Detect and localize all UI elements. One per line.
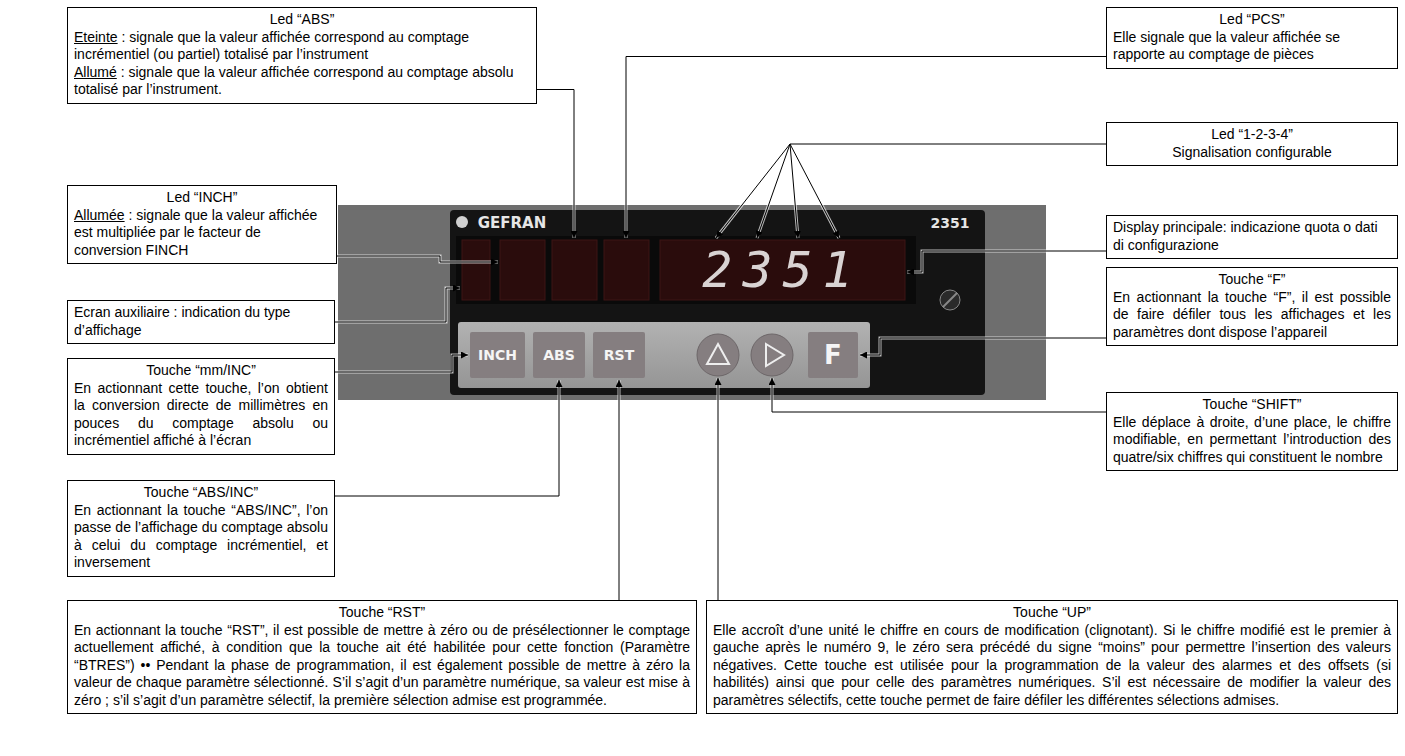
- led-window: [500, 240, 545, 300]
- leader-halo: [335, 380, 559, 496]
- callout-heading: Touche “SHIFT”: [1113, 396, 1391, 414]
- callout-text: Elle déplace à droite, d’une place, le c…: [1113, 414, 1391, 467]
- leader-line: [790, 144, 839, 238]
- callout-box: Led “INCH”Allumée : signale que la valeu…: [67, 185, 337, 264]
- callout-heading: Touche “mm/INC”: [74, 362, 328, 380]
- leader-line: [907, 251, 1106, 272]
- leader-halo: [757, 144, 790, 238]
- callout-heading: Led “INCH”: [74, 189, 330, 207]
- display-digits: 2351: [660, 240, 905, 300]
- leader-line: [337, 256, 498, 262]
- leader-line: [335, 355, 468, 372]
- leader-halo: [716, 144, 790, 238]
- callout-box: Touche “mm/INC”En actionnant cette touch…: [67, 358, 335, 455]
- leader-halo: [618, 380, 621, 600]
- leader-line: [335, 288, 460, 322]
- callout-box: Touche “ABS/INC”En actionnant la touche …: [67, 480, 335, 577]
- callout-text: Ecran auxiliaire : indication du type d’…: [74, 304, 328, 339]
- leader-halo: [626, 57, 1106, 239]
- callout-box: Led “ABS”Eteinte : signale que la valeur…: [67, 7, 537, 104]
- callout-text: Allumée : signale que la valeur affichée…: [74, 207, 330, 260]
- callout-text: En actionnant la touche “F”, il est poss…: [1113, 289, 1391, 342]
- callout-box: Led “PCS”Elle signale que la valeur affi…: [1106, 7, 1398, 69]
- callout-box: Led “1-2-3-4”Signalisation configurable: [1106, 122, 1398, 166]
- callout-text: En actionnant la touche “RST”, il est po…: [74, 622, 690, 710]
- leader-line: [716, 144, 790, 238]
- callout-text: Eteinte : signale que la valeur affichée…: [74, 29, 530, 64]
- underlined-word: Eteinte: [74, 29, 118, 45]
- screw-slot: [943, 293, 957, 307]
- callout-heading: Touche “F”: [1113, 271, 1391, 289]
- key: [808, 332, 858, 378]
- text-rest: : signale que la valeur affichée corresp…: [74, 29, 469, 63]
- callout-text: En actionnant cette touche, l’on obtient…: [74, 380, 328, 450]
- callout-heading: Touche “UP”: [713, 604, 1391, 622]
- key-label: RST: [593, 332, 645, 378]
- callout-text: Allumé : signale que la valeur affichée …: [74, 64, 530, 99]
- callout-box: Touche “UP”Elle accroît d’une unité le c…: [706, 600, 1398, 714]
- leader-line: [626, 57, 1106, 239]
- callout-heading: Led “PCS”: [1113, 11, 1391, 29]
- key: [593, 332, 645, 378]
- key: [470, 332, 525, 378]
- callout-heading: Led “1-2-3-4”: [1113, 126, 1391, 144]
- leader-line: [790, 144, 1106, 145]
- key-label: ABS: [533, 332, 585, 378]
- led-window: [604, 240, 649, 300]
- leader-line: [718, 378, 719, 600]
- display-band: [456, 236, 916, 304]
- up-key: [697, 334, 739, 376]
- callout-text: Signalisation configurable: [1113, 144, 1391, 162]
- leader-line: [860, 338, 1106, 355]
- leader-line: [335, 380, 559, 496]
- key: [533, 332, 585, 378]
- callout-heading: Led “ABS”: [74, 11, 530, 29]
- brand-name: GEFRAN: [472, 213, 552, 233]
- up-triangle: [707, 344, 729, 364]
- leader-line: [619, 380, 620, 600]
- text-rest: : signale que la valeur affichée corresp…: [74, 64, 513, 98]
- underlined-word: Allumée: [74, 207, 125, 223]
- underlined-word: Allumé: [74, 64, 117, 80]
- callout-box: Touche “SHIFT”Elle déplace à droite, d’u…: [1106, 392, 1398, 471]
- leader-line: [772, 378, 1106, 412]
- leader-halo: [860, 338, 1106, 355]
- callout-box: Touche “RST”En actionnant la touche “RST…: [67, 600, 697, 714]
- right-triangle: [766, 344, 784, 366]
- leader-halo: [907, 251, 1106, 272]
- callout-heading: Touche “RST”: [74, 604, 690, 622]
- key-label: INCH: [470, 332, 525, 378]
- leader-halo: [790, 144, 839, 238]
- callout-text: Elle signale que la valeur affichée se r…: [1113, 29, 1391, 64]
- callout-box: Display principale: indicazione quota o …: [1106, 215, 1398, 259]
- callout-text: Elle accroît d’une unité le chiffre en c…: [713, 622, 1391, 710]
- leader-halo: [717, 378, 720, 600]
- key-strip: [458, 322, 870, 388]
- leader-halo: [335, 355, 468, 372]
- leader-line: [757, 144, 790, 238]
- aux-window: [462, 240, 490, 300]
- leader-halo: [772, 378, 1106, 412]
- main-display-window: [660, 240, 905, 300]
- callout-text: En actionnant la touche “ABS/INC”, l’on …: [74, 502, 328, 572]
- leader-halo: [337, 256, 498, 262]
- leader-halo: [790, 143, 1106, 146]
- brand-logo: [456, 216, 468, 228]
- model-number: 2351: [922, 213, 978, 233]
- leader-halo: [335, 288, 460, 322]
- callout-box: Ecran auxiliaire : indication du type d’…: [67, 300, 335, 344]
- shift-key: [751, 334, 793, 376]
- led-window: [552, 240, 597, 300]
- key-label: F: [808, 332, 858, 378]
- screw: [940, 290, 960, 310]
- callout-box: Touche “F”En actionnant la touche “F”, i…: [1106, 267, 1398, 346]
- callout-heading: Touche “ABS/INC”: [74, 484, 328, 502]
- callout-text: Display principale: indicazione quota o …: [1113, 219, 1391, 254]
